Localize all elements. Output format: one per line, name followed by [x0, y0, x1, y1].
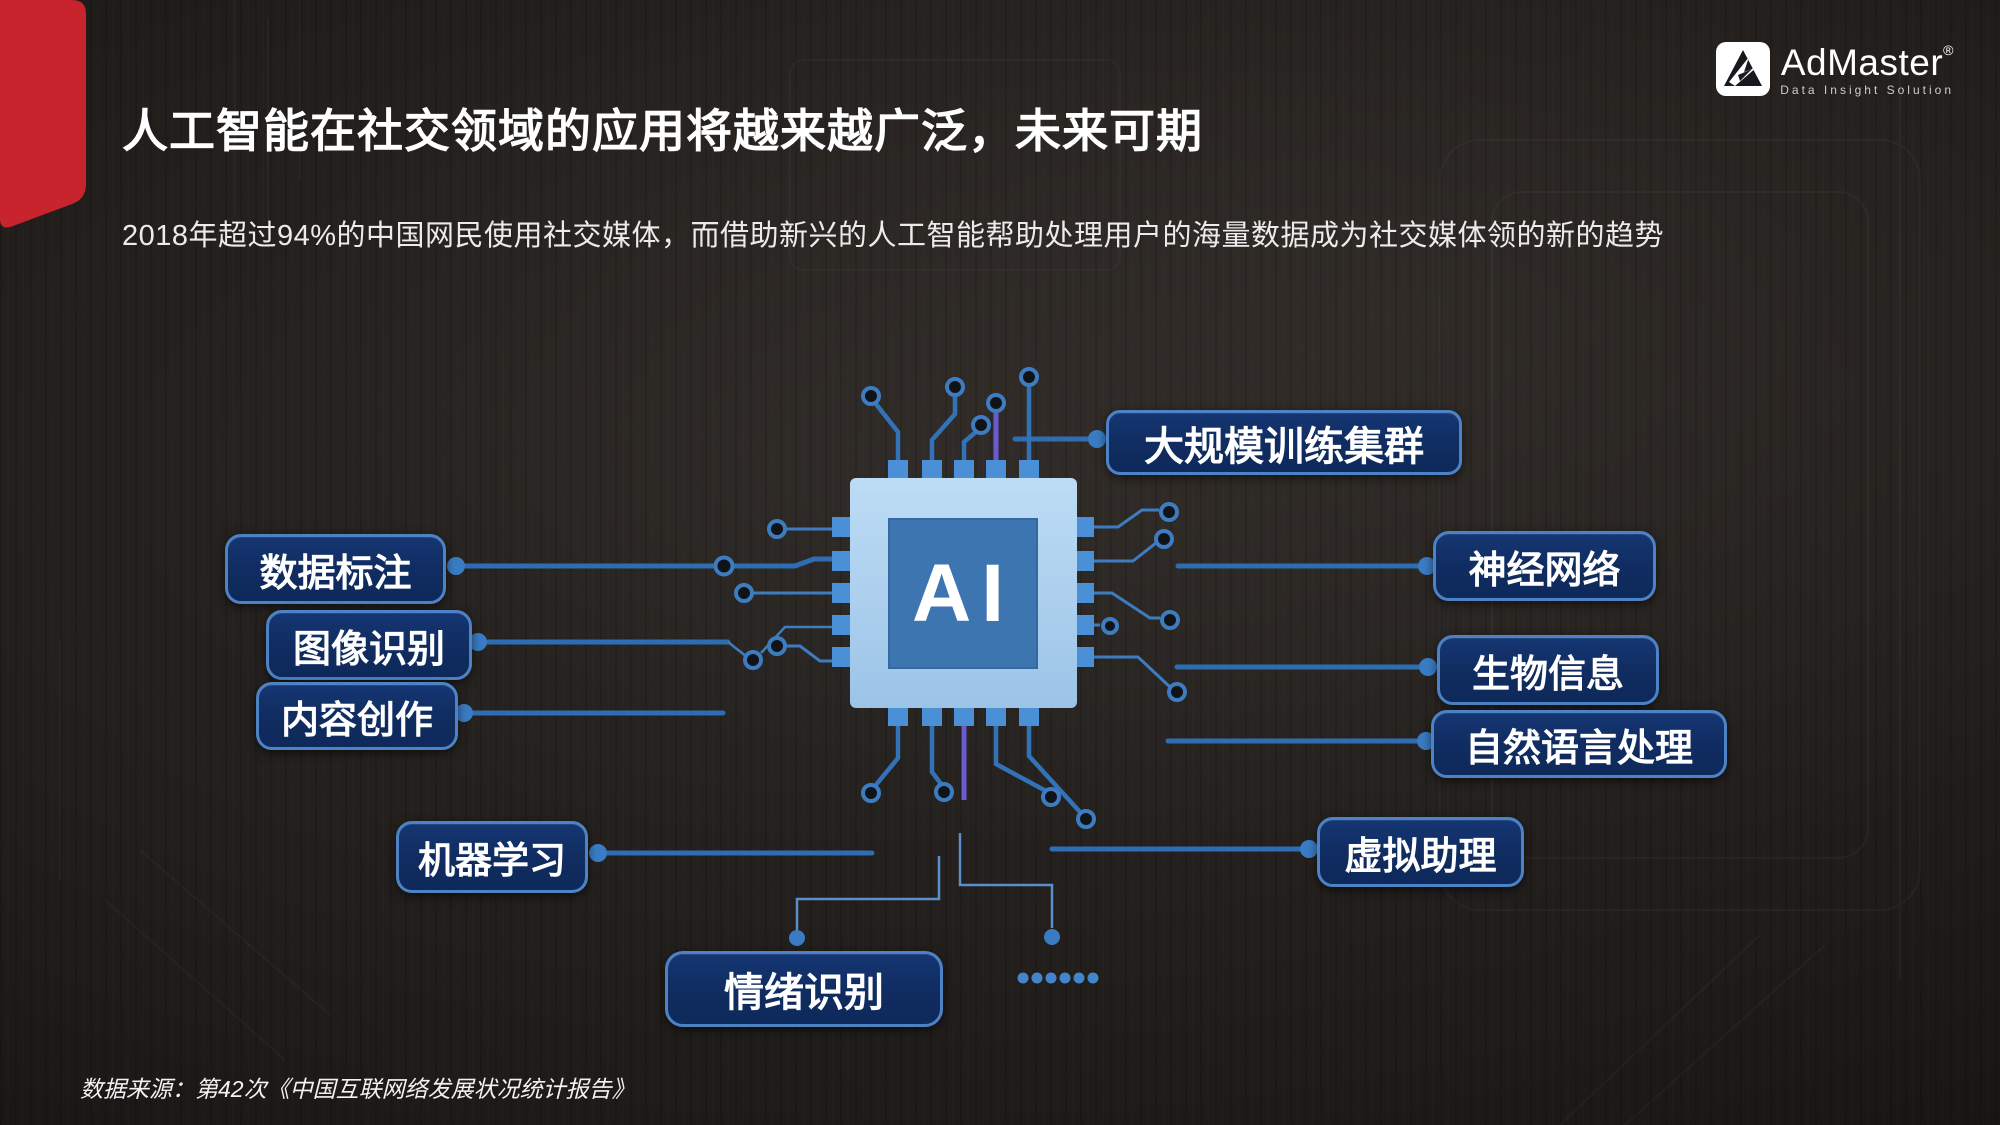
admaster-logo-icon: [1716, 42, 1771, 96]
data-source-note: 数据来源：第42次《中国互联网络发展状况统计报告》: [80, 1076, 635, 1102]
right-pin-traces: [1092, 508, 1172, 689]
node-emotion-recognition: 情绪识别: [665, 951, 943, 1027]
bottom-pin-traces: [873, 724, 1082, 814]
node-nlp: 自然语言处理: [1431, 710, 1727, 778]
connector-lines: [453, 436, 1431, 856]
node-label: 虚拟助理: [1344, 835, 1497, 878]
node-label: 大规模训练集群: [1144, 424, 1424, 469]
logo-wordmark: AdMaster®: [1781, 43, 1954, 81]
red-ribbon: [0, 0, 86, 228]
registered-mark: ®: [1943, 41, 1954, 58]
connector-dots: [447, 430, 1437, 862]
via-rings: [713, 367, 1187, 829]
logo-tagline: Data Insight Solution: [1780, 82, 1954, 97]
node-label: 神经网络: [1468, 549, 1621, 592]
node-bio-information: 生物信息: [1437, 635, 1659, 705]
page-title: 人工智能在社交领域的应用将越来越广泛，未来可期: [122, 105, 1203, 157]
elbow-traces: [795, 833, 1054, 930]
logo-name-text: AdMaster: [1780, 41, 1944, 83]
page-subtitle: 2018年超过94%的中国网民使用社交媒体，而借助新兴的人工智能帮助处理用户的海…: [122, 220, 1665, 252]
logo-text-block: AdMaster® Data Insight Solution: [1780, 43, 1954, 96]
ai-chip: AI: [832, 460, 1094, 726]
ellipsis-node-dot: [1044, 929, 1060, 945]
admaster-logo: AdMaster® Data Insight Solution: [1716, 42, 1954, 96]
node-content-creation: 内容创作: [256, 682, 458, 750]
node-label: 自然语言处理: [1464, 727, 1693, 770]
chip-label: AI: [912, 548, 1014, 639]
chip-pins: [832, 460, 1094, 726]
top-pin-traces: [874, 386, 1032, 462]
node-image-recognition: 图像识别: [266, 610, 472, 680]
ellipsis-dots: [1017, 972, 1099, 984]
node-label: 机器学习: [418, 840, 566, 881]
node-label: 内容创作: [280, 699, 433, 742]
node-label: 生物信息: [1471, 653, 1624, 696]
node-machine-learning: 机器学习: [396, 821, 588, 893]
node-label: 数据标注: [259, 552, 412, 595]
chip-inner-die: [888, 518, 1038, 669]
node-virtual-assistant: 虚拟助理: [1317, 817, 1524, 887]
node-neural-network: 神经网络: [1433, 531, 1656, 601]
node-label: 情绪识别: [724, 971, 884, 1015]
node-data-annotation: 数据标注: [225, 534, 446, 604]
emotion-node-dot: [789, 930, 805, 946]
node-label: 图像识别: [292, 628, 445, 671]
background-circuit-texture: [59, 0, 1921, 1125]
node-training-cluster: 大规模训练集群: [1106, 410, 1462, 475]
